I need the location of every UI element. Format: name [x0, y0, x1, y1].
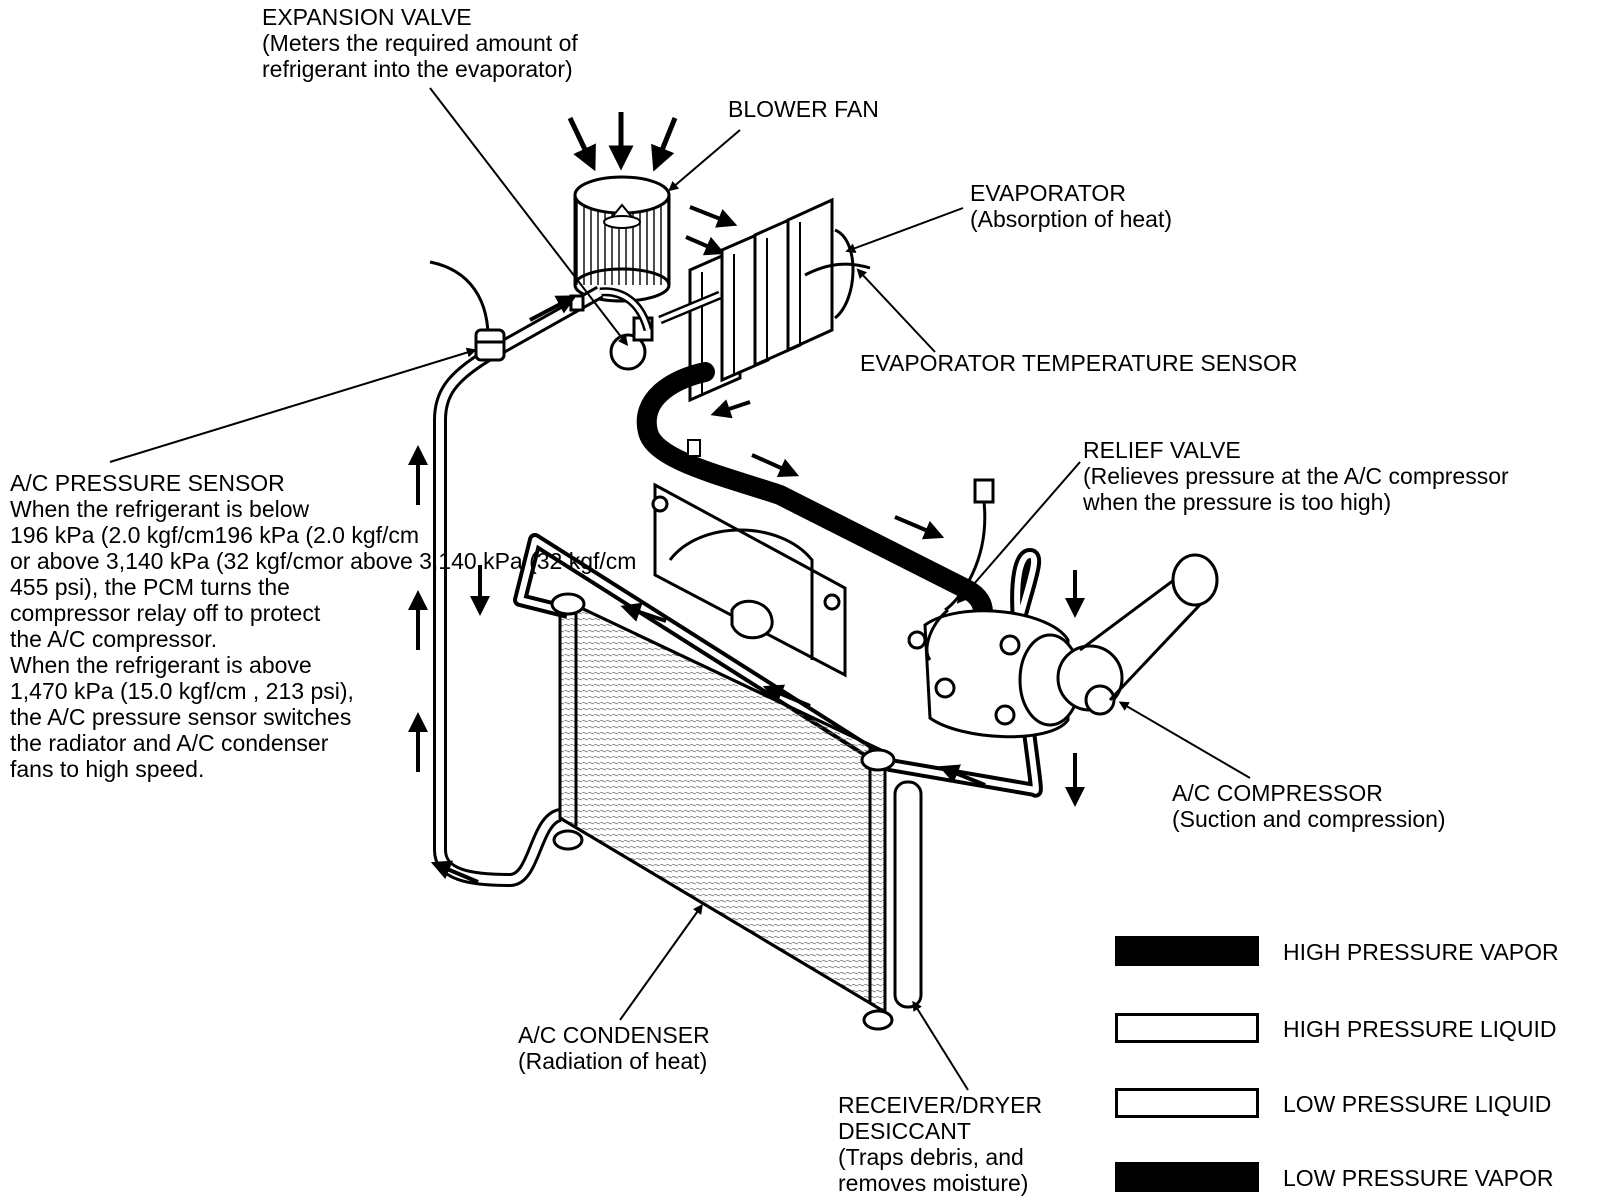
- evap-temp-sensor-label: EVAPORATOR TEMPERATURE SENSOR: [860, 350, 1298, 376]
- pressure-sensor-desc-9: the A/C pressure sensor switches: [10, 704, 352, 730]
- evaporator-desc: (Absorption of heat): [970, 206, 1173, 232]
- receiver-dryer: [893, 780, 923, 1009]
- evaporator-label: EVAPORATOR (Absorption of heat): [970, 180, 1172, 232]
- evap-temp-sensor-title: EVAPORATOR TEMPERATURE SENSOR: [860, 350, 1298, 376]
- compressor-desc: (Suction and compression): [1172, 806, 1446, 832]
- legend-swatch-low-pressure-vapor: [1115, 1162, 1259, 1192]
- relief-valve-title: RELIEF VALVE: [1083, 437, 1241, 463]
- relief-valve-desc-2: when the pressure is too high): [1083, 489, 1392, 515]
- expansion-valve-desc-2: refrigerant into the evaporator): [262, 56, 573, 82]
- compressor-title: A/C COMPRESSOR: [1172, 780, 1383, 806]
- receiver-dryer-desc-3: removes moisture): [838, 1170, 1029, 1196]
- suction-line: [636, 362, 993, 640]
- receiver-dryer-title: RECEIVER/DRYER: [838, 1092, 1043, 1118]
- legend-label-high-pressure-vapor: HIGH PRESSURE VAPOR: [1283, 939, 1559, 965]
- pressure-sensor-label: A/C PRESSURE SENSOR When the refrigerant…: [10, 470, 636, 782]
- radiator-fan: [651, 482, 847, 678]
- expansion-valve-desc-1: (Meters the required amount of: [262, 30, 578, 56]
- blower-intake-arrows: [567, 112, 678, 172]
- legend-label-low-pressure-liquid: LOW PRESSURE LIQUID: [1283, 1091, 1552, 1117]
- condenser: [550, 592, 896, 1031]
- blower-fan-label: BLOWER FAN: [728, 96, 879, 122]
- receiver-dryer-desc-1: DESICCANT: [838, 1118, 971, 1144]
- legend-label-high-pressure-liquid: HIGH PRESSURE LIQUID: [1283, 1016, 1557, 1042]
- airflow-arrows: [685, 205, 738, 256]
- legend-swatch-high-pressure-vapor: [1115, 936, 1259, 966]
- relief-valve-desc-1: (Relieves pressure at the A/C compressor: [1083, 463, 1509, 489]
- pressure-sensor-desc-11: fans to high speed.: [10, 756, 205, 782]
- blower-fan-title: BLOWER FAN: [728, 96, 879, 122]
- compressor-label: A/C COMPRESSOR (Suction and compression): [1172, 780, 1446, 832]
- pressure-sensor-desc-10: the radiator and A/C condenser: [10, 730, 329, 756]
- legend-swatch-high-pressure-liquid: [1115, 1013, 1259, 1043]
- pressure-sensor-desc-6: the A/C compressor.: [10, 626, 218, 652]
- evaporator-temp-sensor: [804, 262, 871, 277]
- pressure-sensor-desc-5: compressor relay off to protect: [10, 600, 321, 626]
- leader-lines: [109, 87, 1251, 1091]
- expansion-valve-title: EXPANSION VALVE: [262, 4, 472, 30]
- receiver-dryer-label: RECEIVER/DRYER DESICCANT (Traps debris, …: [838, 1092, 1042, 1196]
- compressor: [907, 478, 1219, 739]
- evaporator-title: EVAPORATOR: [970, 180, 1126, 206]
- pressure-sensor-desc-2: 196 kPa (2.0 kgf/cm196 kPa (2.0 kgf/cm: [10, 522, 420, 548]
- pressure-sensor-desc-1: When the refrigerant is below: [10, 496, 310, 522]
- expansion-valve-label: EXPANSION VALVE (Meters the required amo…: [262, 4, 578, 82]
- pressure-sensor-desc-3: or above 3,140 kPa (32 kgf/cmor above 3,…: [10, 548, 637, 574]
- flow-arrows: [408, 295, 1085, 884]
- condenser-desc: (Radiation of heat): [518, 1048, 708, 1074]
- receiver-dryer-desc-2: (Traps debris, and: [838, 1144, 1024, 1170]
- legend-swatch-low-pressure-liquid: [1115, 1088, 1259, 1118]
- pressure-sensor-title: A/C PRESSURE SENSOR: [10, 470, 285, 496]
- condenser-label: A/C CONDENSER (Radiation of heat): [518, 1022, 710, 1074]
- pressure-sensor-desc-8: 1,470 kPa (15.0 kgf/cm , 213 psi),: [10, 678, 354, 704]
- pressure-sensor-desc-7: When the refrigerant is above: [10, 652, 312, 678]
- pressure-sensor-desc-4: 455 psi), the PCM turns the: [10, 574, 290, 600]
- condenser-title: A/C CONDENSER: [518, 1022, 710, 1048]
- relief-valve-label: RELIEF VALVE (Relieves pressure at the A…: [1083, 437, 1509, 515]
- evaporator: [688, 197, 855, 403]
- blower-fan: [573, 175, 671, 303]
- legend-label-low-pressure-vapor: LOW PRESSURE VAPOR: [1283, 1165, 1554, 1191]
